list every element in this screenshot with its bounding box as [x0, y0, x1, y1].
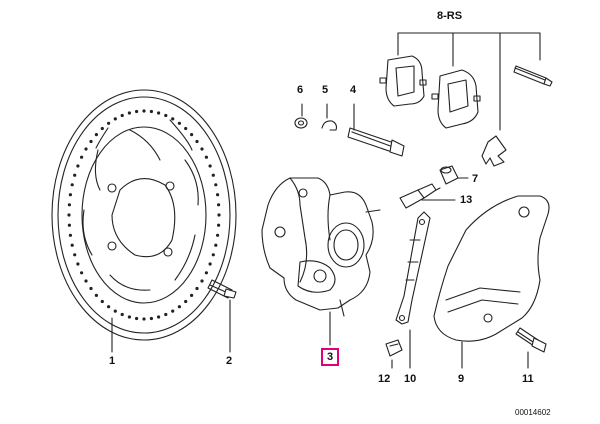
disc-hole	[100, 299, 104, 304]
brake-pad-left	[379, 55, 427, 107]
disc-hole	[149, 109, 153, 114]
disc-hole	[214, 243, 218, 247]
callout-6[interactable]: 6	[297, 84, 304, 96]
line-bracket	[395, 211, 431, 325]
disc-hole	[89, 286, 93, 291]
callout-5[interactable]: 5	[322, 84, 329, 96]
brake-pad-right	[431, 69, 481, 129]
disc-hole	[68, 233, 72, 237]
disc-hole	[208, 262, 212, 266]
callout-11[interactable]: 11	[522, 373, 534, 385]
disc-hole	[164, 312, 168, 317]
disc-hole	[142, 109, 146, 113]
callout-9[interactable]: 9	[458, 373, 465, 385]
bleeder-cap	[439, 165, 469, 185]
brake-disc	[51, 89, 237, 341]
disc-hole	[171, 117, 175, 121]
disc-hole	[142, 317, 146, 321]
disc-hole	[67, 223, 71, 227]
disc-hole	[67, 203, 71, 207]
disc-hole	[67, 213, 71, 217]
disc-hole	[107, 121, 111, 125]
group-bracket	[397, 32, 541, 131]
pad-spring	[481, 135, 507, 167]
callout-2[interactable]: 2	[226, 355, 233, 367]
disc-hole	[120, 312, 124, 317]
disc-hole	[184, 126, 188, 131]
disc-hole	[70, 183, 74, 187]
disc-hole	[177, 305, 181, 309]
disc-hole	[217, 223, 221, 227]
disc-hole	[211, 253, 215, 257]
callout-7[interactable]: 7	[472, 173, 479, 185]
disc-hole	[216, 193, 220, 197]
disc-hole	[100, 126, 104, 131]
pad-pin	[513, 65, 553, 87]
spring-washer	[321, 120, 338, 131]
disc-hole	[164, 113, 168, 118]
disc-hole	[80, 155, 84, 159]
disc-hole	[204, 155, 208, 159]
disc-hole	[149, 316, 153, 321]
disc-hole	[135, 109, 139, 114]
callout-13[interactable]: 13	[460, 194, 473, 206]
disc-hole	[157, 315, 161, 319]
caliper-bolt	[347, 127, 405, 157]
disc-hole	[217, 203, 221, 207]
clip	[385, 339, 403, 357]
disc-hole	[73, 253, 77, 257]
disc-hole	[68, 193, 72, 197]
callout-1[interactable]: 1	[109, 355, 116, 367]
disc-hole	[89, 139, 93, 144]
brake-caliper	[261, 177, 381, 317]
disc-hole	[84, 279, 88, 283]
diagram-code: 00014602	[515, 408, 551, 417]
callout-10[interactable]: 10	[404, 373, 417, 385]
callout-3: 3	[326, 351, 334, 363]
disc-hole	[84, 147, 88, 151]
washer	[294, 117, 308, 129]
disc-hole	[184, 299, 188, 304]
disc-hole	[80, 271, 84, 275]
disc-hole	[107, 305, 111, 309]
disc-hole	[190, 133, 194, 137]
disc-hole	[200, 279, 204, 283]
disc-hole	[94, 133, 98, 137]
disc-hole	[73, 173, 77, 177]
disc-hole	[135, 316, 139, 321]
disc-bolt	[207, 279, 237, 299]
disc-hole	[127, 315, 131, 319]
bleed-valve	[399, 183, 441, 209]
disc-hole	[177, 121, 181, 125]
disc-hole	[157, 111, 161, 115]
disc-hole	[120, 113, 124, 118]
disc-hole	[127, 111, 131, 115]
caliper-cover	[433, 195, 550, 342]
disc-hole	[216, 233, 220, 237]
callout-3-highlight[interactable]: 3	[321, 348, 339, 366]
disc-hole	[76, 262, 80, 266]
disc-hole	[204, 271, 208, 275]
group-label-8-rs[interactable]: 8-RS	[437, 10, 463, 22]
callout-4[interactable]: 4	[350, 84, 357, 96]
disc-hole	[217, 213, 221, 217]
disc-hole	[190, 293, 194, 297]
disc-hole	[195, 286, 199, 291]
disc-hole	[214, 183, 218, 187]
disc-hole	[211, 173, 215, 177]
cover-screw	[515, 327, 547, 353]
disc-hole	[171, 309, 175, 313]
disc-hole	[70, 243, 74, 247]
disc-hole	[195, 139, 199, 144]
disc-hole	[208, 164, 212, 168]
disc-hole	[94, 293, 98, 297]
callout-12[interactable]: 12	[378, 373, 391, 385]
disc-hole	[113, 309, 117, 313]
disc-hole	[200, 147, 204, 151]
disc-hole	[76, 164, 80, 168]
disc-hole	[113, 117, 117, 121]
